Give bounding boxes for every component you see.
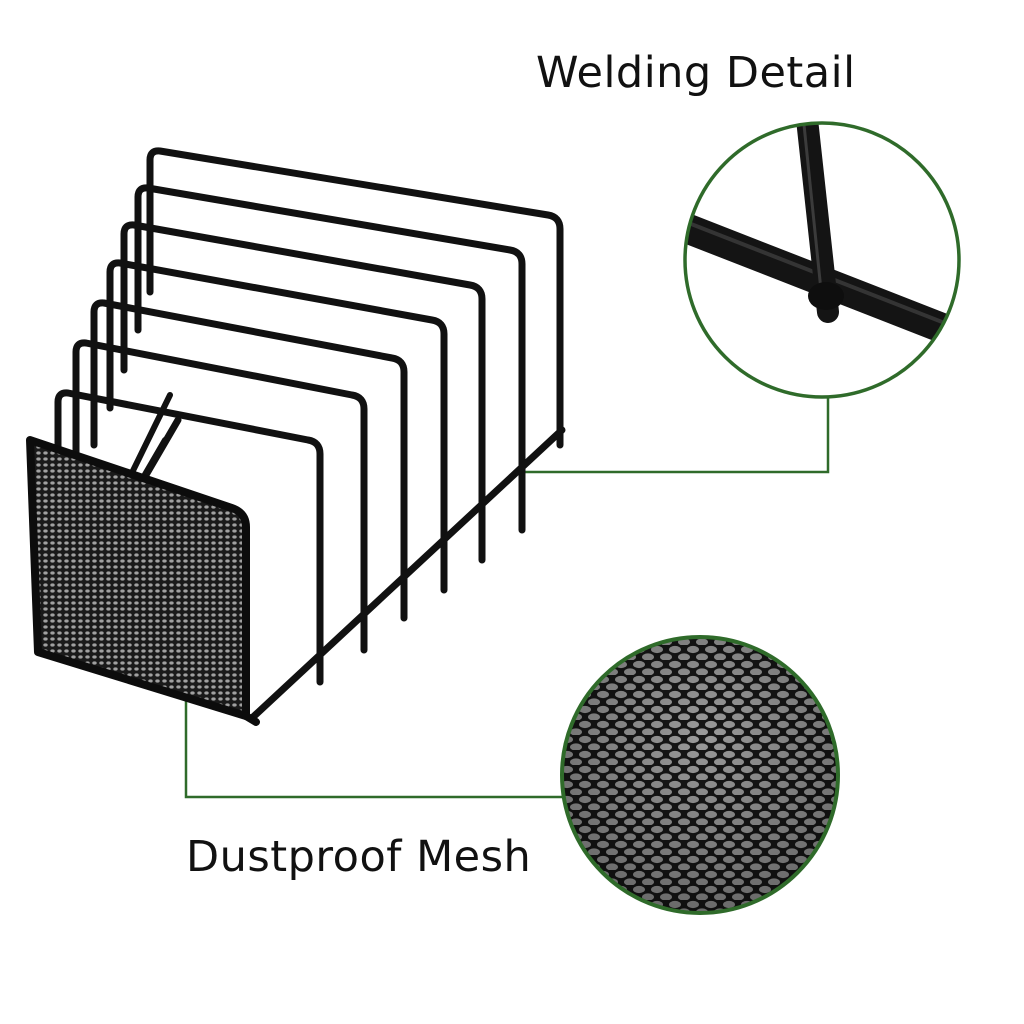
divider-7 bbox=[54, 389, 324, 686]
divider-1 bbox=[146, 147, 564, 449]
mesh-end-panel bbox=[26, 436, 260, 726]
base-rail-front bbox=[248, 426, 566, 722]
welding-detail-caption: Welding Detail bbox=[536, 48, 856, 98]
divider-4 bbox=[106, 259, 448, 594]
mesh-detail-zoom bbox=[560, 635, 840, 915]
welding-callout-line bbox=[522, 398, 830, 474]
divider-2 bbox=[134, 184, 526, 534]
divider-5 bbox=[90, 299, 408, 622]
divider-3 bbox=[120, 221, 486, 564]
divider-6 bbox=[72, 339, 368, 654]
dustproof-mesh-caption: Dustproof Mesh bbox=[186, 832, 532, 882]
welding-detail-zoom bbox=[683, 121, 961, 399]
